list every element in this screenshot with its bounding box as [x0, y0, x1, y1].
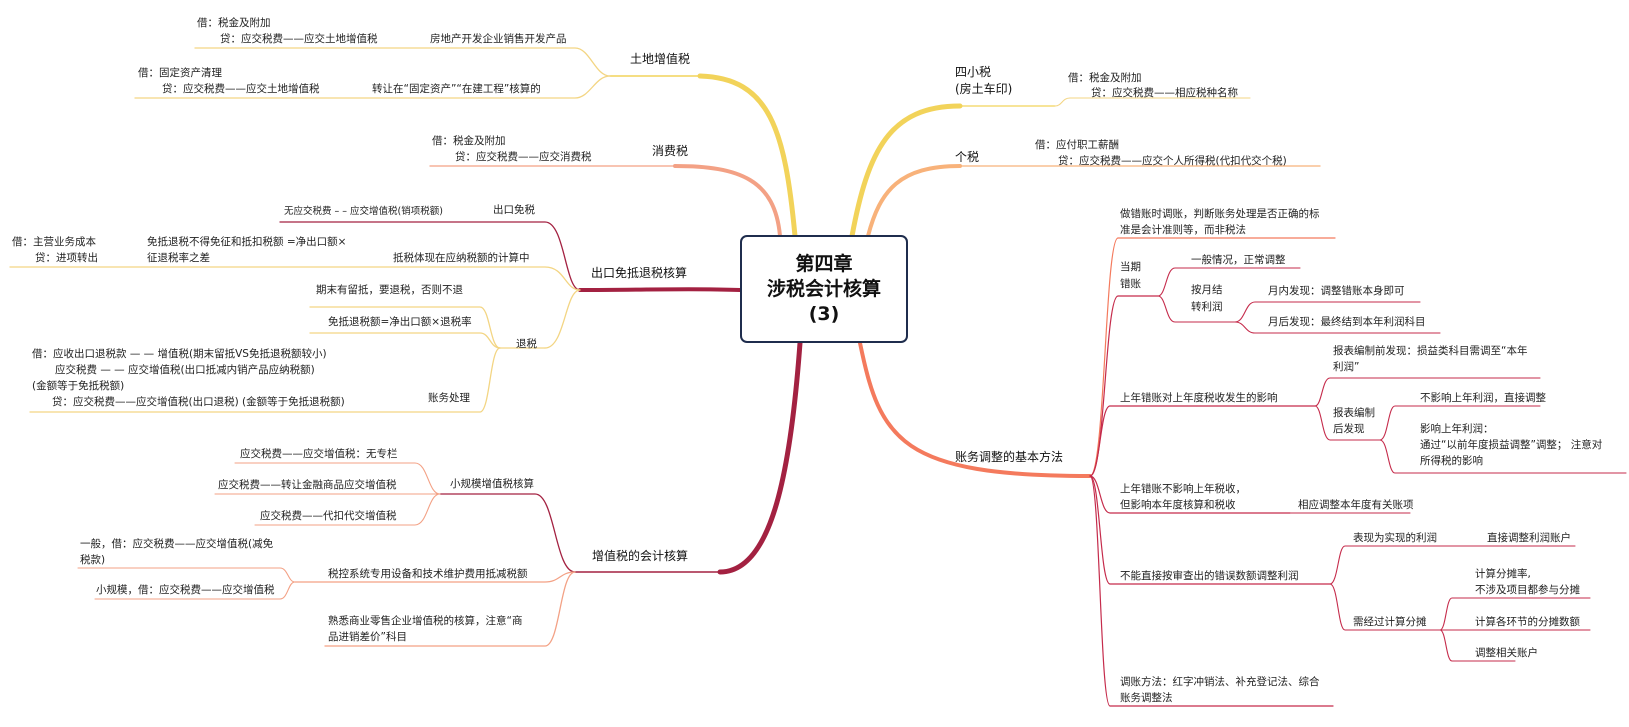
land-vat-transfer-credit: 贷：应交税费——应交土地增值税: [162, 83, 320, 95]
export-processing-line2: 应交税费 — — 应交增值税(出口抵减内销产品应纳税额): [55, 364, 315, 376]
current-error-normal: 一般情况，正常调整: [1191, 254, 1286, 266]
land-vat-real-estate-label[interactable]: 房地产开发企业销售开发产品: [430, 33, 567, 45]
consumption-credit: 贷：应交税费——应交消费税: [455, 151, 592, 163]
central-topic[interactable]: 第四章 涉税会计核算 (3): [740, 235, 908, 343]
prior-before-line1: 报表编制前发现：损益类科目需调至“本年: [1333, 345, 1528, 357]
vat-tax-device-general-line2: 税款): [80, 554, 106, 566]
vat-tax-device-small: 小规模，借：应交税费——应交增值税: [96, 584, 275, 596]
prior-profit-line2: 通过“以前年度损益调整”调整； 注意对: [1420, 439, 1603, 451]
current-error-label-line2: 错账: [1120, 278, 1141, 290]
topic-vat-accounting[interactable]: 增值税的会计核算: [592, 549, 689, 563]
four-small-debit: 借：税金及附加: [1068, 72, 1142, 84]
land-vat-real-estate-debit: 借：税金及附加: [197, 17, 271, 29]
topic-four-small-taxes[interactable]: 四小税: [955, 65, 992, 79]
prior-after-label-line1[interactable]: 报表编制: [1333, 407, 1375, 419]
monthly-close-label-line2: 转利润: [1191, 301, 1223, 313]
indirect-label[interactable]: 不能直接按审查出的错误数额调整利润: [1120, 570, 1299, 582]
vat-small-scale-label[interactable]: 小规模增值税核算: [450, 478, 534, 490]
topic-personal-income-tax[interactable]: 个税: [955, 150, 980, 164]
monthly-after: 月后发现：最终结到本年利润科目: [1268, 316, 1426, 328]
adjust-methods-line1[interactable]: 调账方法：红字冲销法、补充登记法、综合: [1120, 676, 1320, 688]
prior-profit-line3: 所得税的影响: [1420, 455, 1483, 467]
adjust-principle-line1[interactable]: 做错账时调账，判断账务处理是否正确的标: [1120, 208, 1320, 220]
export-processing-line3: (金额等于免抵税额): [32, 380, 125, 392]
export-refund-label[interactable]: 退税: [516, 338, 537, 350]
vat-small-item2: 应交税费——转让金融商品应交增值税: [218, 479, 397, 491]
export-exempt-entry: 无应交税费 – – 应交增值税(销项税额): [284, 206, 443, 217]
vat-small-item3: 应交税费——代扣代交增值税: [260, 510, 397, 522]
export-processing-line4: 贷：应交税费——应交增值税(出口退税) (金额等于免抵退税额): [52, 396, 345, 408]
current-error-label-line1[interactable]: 当期: [1120, 261, 1141, 273]
four-small-credit: 贷：应交税费——相应税种名称: [1091, 87, 1238, 99]
export-offset-formula-line2: 征退税率之差: [147, 252, 210, 264]
topic-adjustment-methods[interactable]: 账务调整的基本方法: [955, 450, 1064, 464]
vat-retail-line2: 品进销差价”科目: [328, 631, 407, 643]
adjust-methods-line2: 账务调整法: [1120, 692, 1173, 704]
central-topic-line2: 涉税会计核算: [766, 277, 881, 300]
prior-no-profit: 不影响上年利润，直接调整: [1420, 392, 1546, 404]
land-vat-transfer-debit: 借：固定资产清理: [138, 67, 222, 79]
prior-no-affect-line1[interactable]: 上年错账不影响上年税收，: [1120, 483, 1246, 495]
allocate-rate-line2: 不涉及项目都参与分摊: [1475, 584, 1580, 596]
export-processing-line1: 借：应收出口退税款 — — 增值税(期末留抵VS免抵退税额较小): [32, 348, 327, 360]
export-offset-debit: 借：主营业务成本: [12, 236, 96, 248]
prior-after-label-line2: 后发现: [1333, 423, 1365, 435]
topic-consumption-tax[interactable]: 消费税: [652, 144, 689, 158]
allocate-rate-line1: 计算分摊率,: [1475, 568, 1531, 580]
allocate-accounts: 调整相关账户: [1475, 647, 1538, 659]
prior-no-affect-line2: 但影响本年度核算和税收: [1120, 499, 1236, 511]
indirect-realized-label[interactable]: 表现为实现的利润: [1353, 532, 1437, 544]
export-offset-credit: 贷：进项转出: [35, 252, 98, 264]
central-topic-line3: (3): [808, 302, 840, 325]
allocate-amount: 计算各环节的分摊数额: [1475, 616, 1580, 628]
indirect-allocate-label[interactable]: 需经过计算分摊: [1353, 616, 1427, 628]
adjust-principle-line2: 准是会计准则等，而非税法: [1120, 224, 1246, 236]
vat-tax-device-label[interactable]: 税控系统专用设备和技术维护费用抵减税额: [328, 568, 528, 580]
vat-small-item1: 应交税费——应交增值税：无专栏: [240, 448, 398, 460]
export-processing-label[interactable]: 账务处理: [428, 392, 470, 404]
central-topic-line1: 第四章: [795, 252, 853, 275]
prior-profit-line1: 影响上年利润：: [1420, 423, 1494, 435]
vat-tax-device-general-line1: 一般，借：应交税费——应交增值税(减免: [80, 538, 274, 550]
monthly-within: 月内发现：调整错账本身即可: [1268, 285, 1405, 297]
prior-before-line2: 利润”: [1333, 361, 1360, 373]
export-exempt-label[interactable]: 出口免税: [493, 204, 535, 216]
personal-credit: 贷：应交税费——应交个人所得税(代扣代交个税): [1058, 155, 1287, 167]
topic-four-small-taxes-sub: (房土车印): [955, 82, 1013, 96]
topic-export-refund[interactable]: 出口免抵退税核算: [591, 266, 688, 280]
export-refund-rule2: 免抵退税额=净出口额×退税率: [328, 316, 472, 328]
topic-land-vat[interactable]: 土地增值税: [630, 52, 691, 66]
consumption-debit: 借：税金及附加: [432, 135, 506, 147]
land-vat-transfer-label[interactable]: 转让在“固定资产”“在建工程”核算的: [372, 83, 541, 95]
export-offset-label[interactable]: 抵税体现在应纳税额的计算中: [393, 252, 530, 264]
indirect-realized-action: 直接调整利润账户: [1487, 532, 1571, 544]
land-vat-real-estate-credit: 贷：应交税费——应交土地增值税: [220, 33, 378, 45]
vat-retail-line1[interactable]: 熟悉商业零售企业增值税的核算，注意“商: [328, 615, 523, 627]
export-offset-formula-line1: 免抵退税不得免征和抵扣税额 =净出口额×: [147, 236, 347, 248]
export-refund-rule1: 期末有留抵，要退税，否则不退: [316, 284, 463, 296]
monthly-close-label-line1[interactable]: 按月结: [1191, 284, 1223, 296]
prior-no-affect-action: 相应调整本年度有关账项: [1298, 499, 1414, 511]
personal-debit: 借：应付职工薪酬: [1035, 139, 1119, 151]
prior-affect-label[interactable]: 上年错账对上年度税收发生的影响: [1120, 392, 1278, 404]
